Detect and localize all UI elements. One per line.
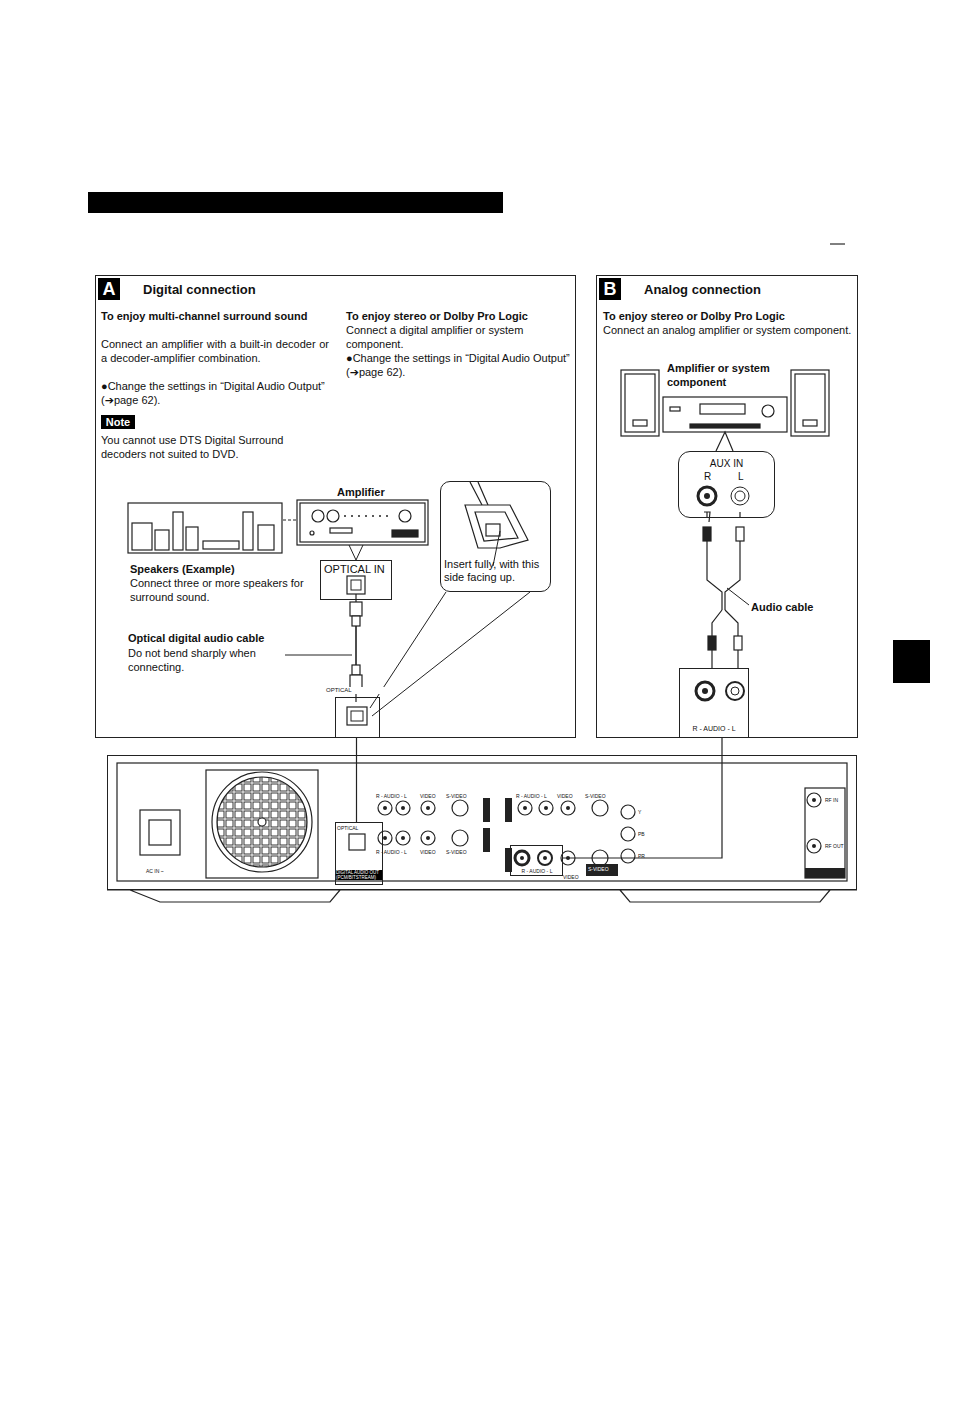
node-text: Connect an amplifier with a built-in dec… — [101, 337, 329, 365]
jack-label: RF IN — [825, 797, 845, 803]
caption-audio-cable: Audio cable — [751, 600, 841, 614]
jack-label: RF OUT — [825, 843, 845, 849]
jack-label: PB — [638, 831, 648, 837]
analog-panel: B Analog connection To enjoy stereo or Dol… — [596, 275, 858, 738]
node-text: Digital connection — [143, 283, 343, 297]
jack-label: R - AUDIO - L — [516, 793, 552, 799]
aux-in-callout: AUX IN R L — [678, 451, 775, 518]
jack-label: VIDEO — [563, 874, 581, 880]
connector — [563, 738, 722, 858]
node-text: R - AUDIO - L — [682, 724, 746, 733]
node-text: To enjoy multi-channel surround sound — [101, 309, 329, 323]
jack-label: VIDEO — [420, 849, 438, 855]
node-text: R - AUDIO - L — [513, 868, 561, 874]
jack-label: R - AUDIO - L — [376, 849, 412, 855]
node-text: AUX IN — [679, 458, 774, 469]
optical-terminal: OPTICAL — [335, 697, 380, 738]
node-text: OPTICAL IN — [324, 562, 390, 576]
jack-label: R - AUDIO - L — [376, 793, 412, 799]
caption-optical-cable: Optical digital audio cable — [128, 631, 298, 645]
node-text: R — [704, 471, 714, 482]
jack-label: PR — [638, 853, 648, 859]
cable-note: Do not bend sharply when connecting. — [128, 646, 278, 674]
jack-label: Y — [638, 809, 648, 815]
node-text: DIGITAL AUDIO OUT (PCM/BITSTREAM) — [336, 870, 382, 880]
node-text: ●Change the settings in “Digital Audio O… — [346, 351, 572, 379]
optical-in-callout: OPTICAL IN — [320, 560, 392, 600]
caption-amplifier: Amplifier — [337, 485, 417, 499]
caption-system-component: Amplifier or system component — [667, 361, 787, 389]
node-text: A — [98, 278, 120, 300]
jack-label: S-VIDEO — [446, 793, 470, 799]
audio-terminal: R - AUDIO - L — [679, 668, 749, 738]
node-text: You cannot use DTS Digital Surround deco… — [101, 433, 329, 461]
node-text: To enjoy stereo or Dolby Pro Logic — [346, 309, 572, 323]
node-text: B — [599, 278, 621, 300]
node-text: To enjoy stereo or Dolby Pro Logic — [603, 309, 853, 323]
node-text: L — [738, 471, 748, 482]
jack-label: S-VIDEO — [588, 866, 616, 872]
speaker-note: Connect three or more speakers for surro… — [130, 576, 310, 604]
optical-out-jack: OPTICAL DIGITAL AUDIO OUT (PCM/BITSTREAM) — [335, 822, 383, 885]
insert-callout: Insert fully, with this side facing up. — [440, 481, 551, 592]
jack-label: VIDEO — [420, 793, 438, 799]
jack-label: S-VIDEO — [446, 849, 470, 855]
node-text: Insert fully, with this side facing up. — [444, 558, 550, 584]
caption-speakers: Speakers (Example) — [130, 562, 310, 576]
node-text: OPTICAL — [337, 825, 381, 831]
node-text: Connect a digital amplifier or system co… — [346, 323, 572, 351]
node-text: AC IN ~ — [146, 868, 186, 874]
node-text: Connect an analog amplifier or system co… — [603, 323, 853, 337]
audio-out-jacks: R - AUDIO - L — [510, 845, 563, 876]
node-text: OPTICAL — [326, 687, 386, 694]
jack-label: S-VIDEO — [585, 793, 609, 799]
node-text: Note — [101, 415, 135, 429]
connector — [356, 738, 357, 822]
node-text: Analog connection — [644, 283, 844, 297]
node-text: ●Change the settings in “Digital Audio O… — [101, 379, 329, 407]
jack-label: VIDEO — [557, 793, 575, 799]
recorder-rear-panel: AC IN ~ OPTICAL DIGITAL AUDIO OUT (PCM/BIT… — [107, 755, 857, 890]
